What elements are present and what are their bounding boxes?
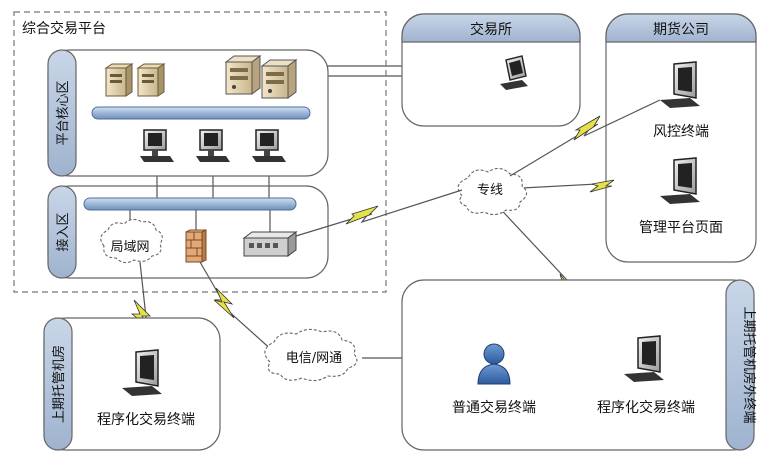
exchange-title: 交易所	[470, 21, 512, 38]
server-icon	[224, 55, 262, 95]
user-icon	[477, 343, 511, 385]
lightning-bolt	[509, 99, 661, 177]
lightning-bolt	[199, 261, 275, 353]
mgmt-page-label: 管理平台页面	[639, 220, 723, 236]
workstation-icon	[624, 335, 664, 382]
shfe-external-header	[725, 279, 755, 451]
core-bus	[91, 106, 311, 120]
router-icon	[242, 231, 298, 257]
external-program-terminal-label: 程序化交易终端	[597, 399, 695, 416]
firewall-icon	[185, 229, 207, 263]
access-zone-header	[47, 185, 77, 279]
platform-boundary	[13, 11, 387, 293]
workstation-icon	[660, 61, 700, 108]
futures-company-box: 期货公司	[605, 13, 757, 263]
workstation-icon	[500, 55, 528, 90]
telecom-cloud: 电信/网通	[264, 328, 358, 382]
workstation-icon	[196, 129, 230, 162]
shfe-hosted-room-title: 上期托管机房	[51, 345, 67, 423]
futures-company-title: 期货公司	[653, 21, 709, 38]
lightning-bolt	[345, 205, 379, 225]
lan-cloud: 局域网	[100, 218, 163, 264]
access-bus	[83, 197, 297, 211]
risk-terminal-label: 风控终端	[653, 124, 709, 140]
workstation-icon	[252, 129, 286, 162]
shfe-hosted-room-box: 上期托管机房	[43, 317, 221, 451]
server-icon	[260, 59, 298, 99]
shfe-external-title: 上期托管机房外终端	[741, 306, 757, 423]
workstation-icon	[660, 157, 700, 204]
shfe-external-box: 上期托管机房外终端	[401, 279, 757, 451]
normal-terminal-label: 普通交易终端	[452, 399, 536, 416]
lightning-bolt	[573, 115, 601, 141]
workstation-icon	[140, 129, 174, 162]
dedicated-line-label: 专线	[477, 183, 503, 198]
shfe-hosted-terminal-label: 程序化交易终端	[97, 411, 195, 428]
shfe-hosted-room-header	[43, 317, 73, 451]
lan-label: 局域网	[110, 240, 149, 255]
core-zone-label: 平台核心区	[56, 80, 71, 145]
lightning-bolt	[295, 189, 463, 237]
workstation-icon	[122, 349, 162, 396]
core-zone-header	[47, 49, 77, 177]
server-icon	[136, 63, 166, 97]
exchange-box: 交易所	[401, 13, 581, 127]
lightning-bolt	[213, 287, 235, 319]
lightning-bolt	[589, 179, 615, 193]
access-zone: 接入区	[47, 185, 329, 279]
dedicated-line-cloud: 专线	[457, 167, 528, 216]
server-icon	[104, 63, 134, 97]
access-zone-label: 接入区	[55, 212, 71, 251]
telecom-label: 电信/网通	[286, 351, 342, 366]
platform-title: 综合交易平台	[22, 20, 106, 37]
